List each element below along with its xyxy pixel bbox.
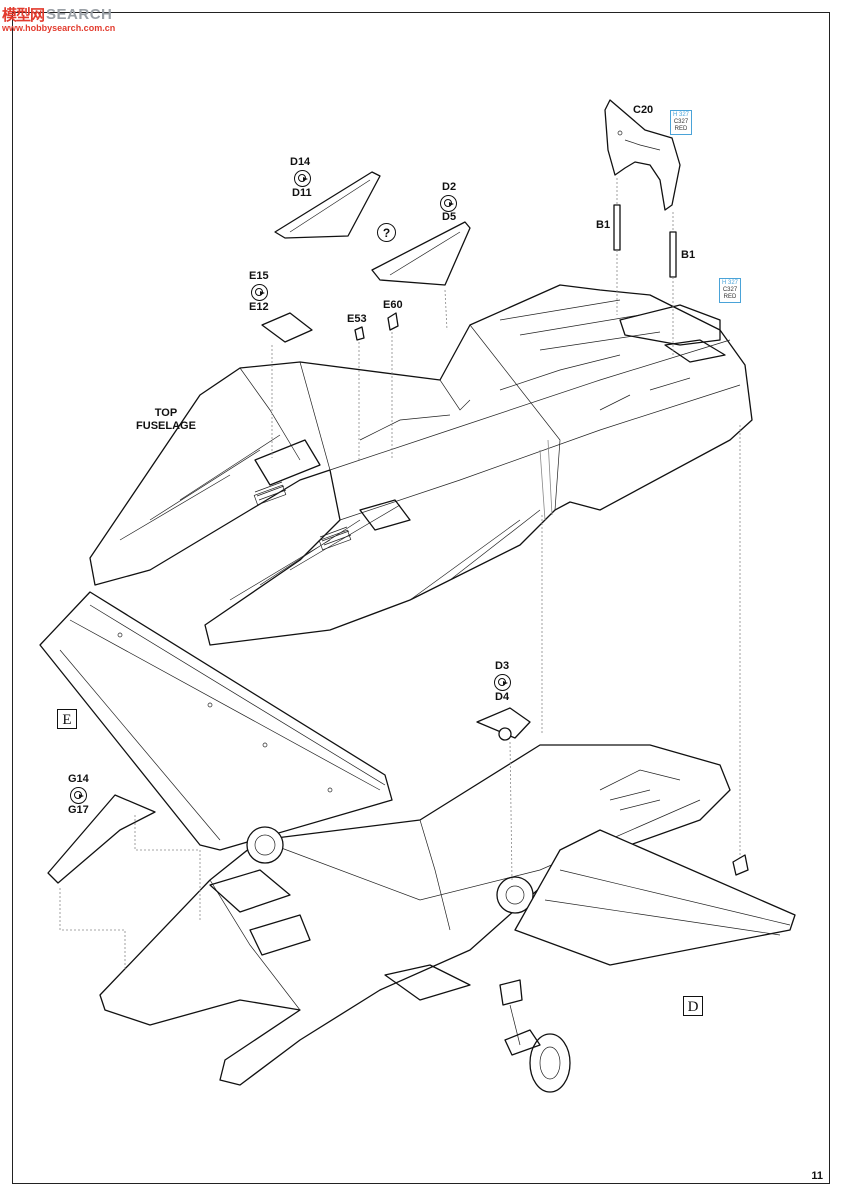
paint-callout-2-line3: RED (723, 294, 737, 300)
sheet-letter-d: D (683, 996, 703, 1016)
option-arrow-icon (294, 170, 311, 187)
page-frame (12, 12, 830, 1184)
paint-callout-1-line1: H 327 (673, 112, 690, 118)
part-e15-panel (261, 312, 313, 458)
label-e53: E53 (347, 313, 367, 325)
label-d5: D5 (442, 211, 457, 223)
section-label-line1: TOP (154, 407, 178, 419)
part-d3-part (476, 707, 531, 881)
part-g14-part (47, 794, 201, 970)
watermark-logo: 模型网 (2, 6, 45, 24)
label-e15: E15 (249, 270, 269, 282)
label-d11: D11 (292, 187, 312, 199)
paint-callout-1-line2: C327 (673, 119, 689, 125)
part-d2-fin (371, 221, 471, 331)
paint-callout-1: H 327 C327 RED (670, 110, 693, 135)
label-e60: E60 (383, 299, 403, 311)
label-b1-left: B1 (596, 219, 611, 231)
part-c20-shape (604, 99, 681, 211)
watermark-url: www.hobbysearch.com.cn (2, 23, 116, 33)
section-label-line2: FUSELAGE (136, 420, 196, 432)
landing-gear (499, 979, 571, 1093)
label-d4: D4 (495, 691, 510, 703)
watermark: 模型网 SEARCH (2, 4, 112, 25)
top-fuselage-part (89, 284, 753, 646)
label-b1-right: B1 (681, 249, 696, 261)
paint-callout-2-line2: C327 (722, 287, 738, 293)
label-d14: D14 (290, 156, 311, 168)
option-arrow-icon (494, 674, 511, 691)
paint-callout-2: H 327 C327 RED (719, 278, 742, 303)
option-arrow-icon (440, 195, 457, 212)
lower-fuselage-part (99, 744, 731, 1086)
paint-callout-1-line3: RED (674, 126, 688, 132)
option-arrow-icon (251, 284, 268, 301)
part-e53-e60 (354, 312, 399, 460)
label-d3: D3 (495, 660, 510, 672)
label-g17: G17 (68, 804, 89, 816)
paint-callout-2-line1: H 327 (722, 280, 739, 286)
guide-lines (541, 425, 741, 860)
option-arrow-icon (70, 787, 87, 804)
page-number: 11 (811, 1170, 823, 1182)
sheet-letter-e: E (57, 709, 77, 729)
part-b1-rods (613, 178, 677, 355)
part-aft-small (732, 854, 749, 876)
section-label: TOP FUSELAGE (136, 407, 196, 433)
label-d2: D2 (442, 181, 457, 193)
label-e12: E12 (249, 301, 269, 313)
label-g14: G14 (68, 773, 89, 785)
question-option-icon: ? (377, 223, 396, 242)
watermark-text: SEARCH (46, 6, 113, 23)
label-c20: C20 (633, 104, 654, 116)
wing-d-shape (514, 829, 796, 966)
part-d14-fin (274, 171, 381, 239)
wing-e-shape (39, 591, 393, 851)
